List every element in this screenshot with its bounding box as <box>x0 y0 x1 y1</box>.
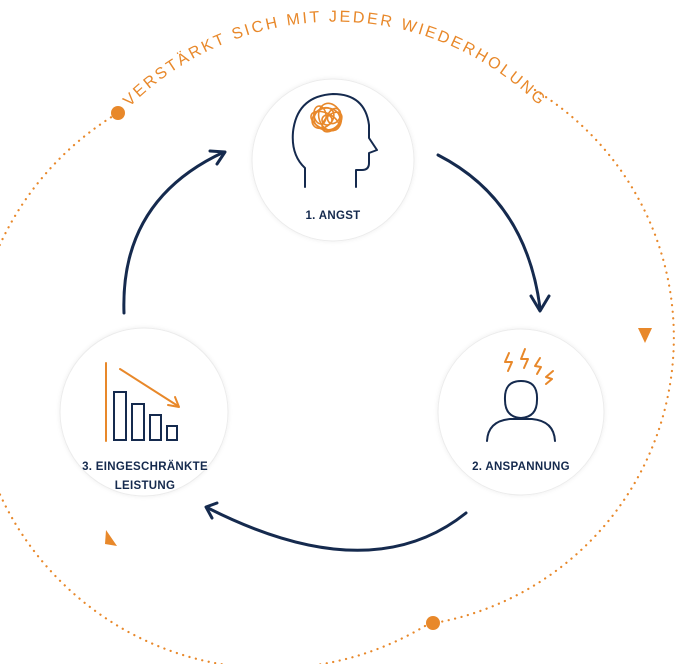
arrow-anspannung-to-leistung <box>206 506 468 552</box>
node-anspannung-label: 2. ANSPANNUNG <box>472 461 570 473</box>
head-with-scribble-icon <box>291 93 378 188</box>
node-angst-circle <box>251 78 415 242</box>
node-angst <box>251 78 415 242</box>
node-anspannung-circle <box>437 328 605 496</box>
arrow-anspannung-to-leistung-head <box>204 501 219 520</box>
outer-cycle-arrowhead-right <box>638 328 652 343</box>
arrow-angst-to-anspannung-head <box>529 294 551 313</box>
declining-bar-chart-icon <box>105 362 180 442</box>
node-angst-label: 1. ANGST <box>305 210 360 222</box>
arrow-leistung-to-angst <box>122 150 226 315</box>
outer-cycle-dot-top-left <box>111 106 125 120</box>
outer-cycle-arrowhead-left <box>105 530 117 546</box>
node-anspannung <box>437 328 605 496</box>
person-with-lightning-icon <box>486 348 556 442</box>
node-leistung-label-line1: 3. EINGESCHRÄNKTE <box>82 460 208 473</box>
outer-cycle-dotted-arc-right <box>438 88 675 624</box>
outer-cycle-dotted-arc-left <box>0 111 427 664</box>
arrow-angst-to-anspannung <box>436 153 542 310</box>
outer-cycle-dot-bottom <box>426 616 440 630</box>
arrow-leistung-to-angst-head <box>208 149 227 166</box>
node-leistung-label-line2: LEISTUNG <box>115 480 176 492</box>
